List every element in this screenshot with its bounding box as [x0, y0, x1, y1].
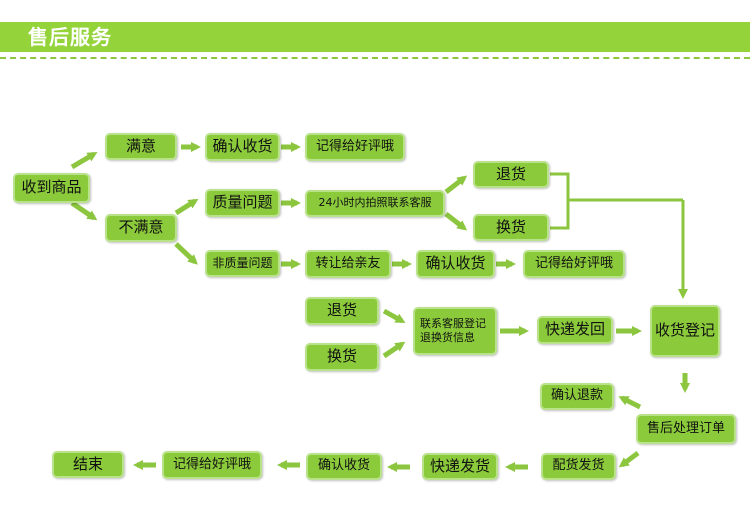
arrow-photo-exchange	[444, 212, 468, 231]
page-title: 售后服务	[28, 25, 112, 49]
arrow-process-ship	[618, 451, 640, 468]
node-express-ship: 快递发货	[422, 453, 498, 480]
node-photo-contact: 24小时内拍照联系客服	[305, 190, 445, 217]
node-quality-issue: 质量问题	[205, 189, 280, 217]
node-satisfied: 满意	[105, 133, 177, 160]
node-end: 结束	[52, 451, 124, 478]
node-return-1: 退货	[473, 161, 549, 188]
arrow-receive-unsatisfied	[70, 200, 98, 221]
node-exchange-1: 换货	[473, 214, 549, 241]
node-confirm-refund: 确认退款	[540, 383, 614, 410]
node-process-order: 售后处理订单	[636, 414, 736, 444]
node-return-2: 退货	[305, 297, 379, 325]
node-confirm-receipt-2: 确认收货	[416, 250, 495, 278]
node-transfer-to-friends: 转让给亲友	[305, 250, 391, 278]
node-register-return-exchange: 联系客服登记 退换货信息	[413, 307, 497, 355]
header-banner: 售后服务	[0, 22, 750, 52]
node-receive-register: 收货登记	[650, 305, 720, 357]
header-divider	[0, 57, 750, 59]
node-leave-review-3: 记得给好评哦	[162, 451, 262, 479]
arrow-unsatisfied-quality	[174, 198, 199, 216]
node-receive-goods: 收到商品	[13, 173, 90, 203]
node-leave-review-1: 记得给好评哦	[305, 133, 405, 161]
arrow-photo-return	[444, 175, 468, 194]
node-leave-review-2: 记得给好评哦	[523, 250, 625, 278]
arrow-process-refund	[618, 395, 642, 410]
node-unsatisfied: 不满意	[105, 214, 177, 242]
node-non-quality-issue: 非质量问题	[205, 250, 280, 277]
bracket-return-exchange	[550, 172, 570, 230]
arrow-receive-satisfied	[70, 151, 98, 170]
node-confirm-receipt-1: 确认收货	[205, 133, 280, 161]
node-express-return: 快递发回	[537, 316, 613, 344]
arrow-return2-register	[382, 308, 406, 324]
arrow-exchange2-register	[382, 341, 406, 359]
node-ship-goods: 配货发货	[541, 453, 616, 480]
node-confirm-receipt-3: 确认收货	[306, 453, 382, 480]
arrow-unsatisfied-nonquality	[174, 242, 198, 265]
node-exchange-2: 换货	[305, 343, 379, 371]
